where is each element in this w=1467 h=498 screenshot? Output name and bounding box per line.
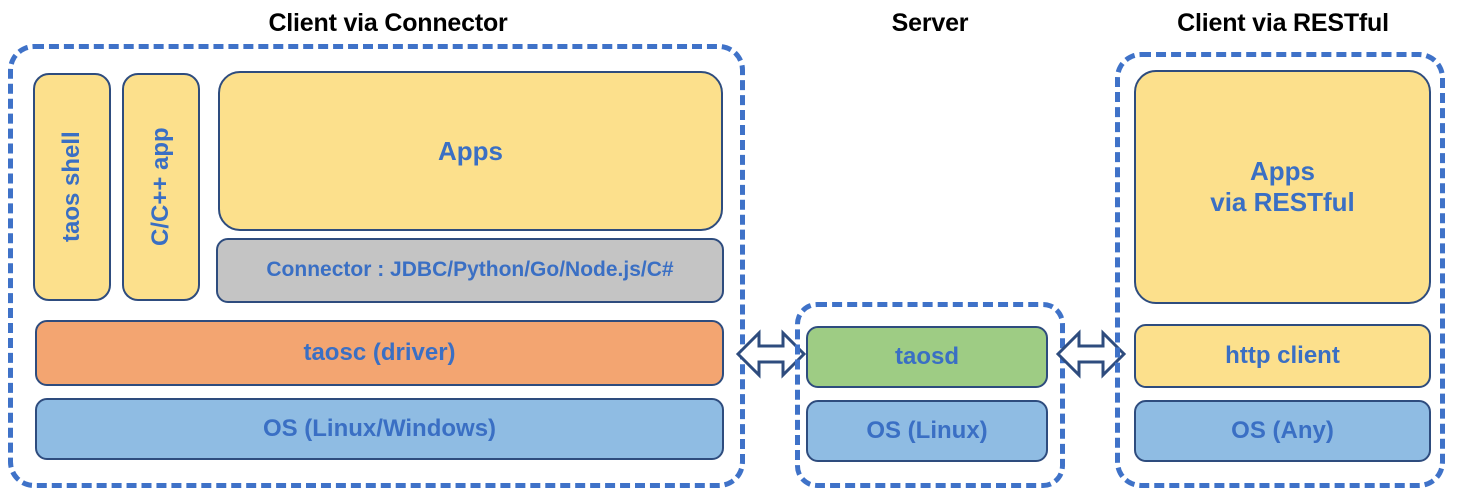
- group-client-via-restful: [1115, 52, 1445, 488]
- title-client-via-connector: Client via Connector: [268, 9, 508, 37]
- apps-restful-line2: via RESTful: [1210, 187, 1355, 217]
- box-os-linux: OS (Linux): [806, 400, 1048, 462]
- title-server: Server: [891, 9, 969, 37]
- box-taos-shell: taos shell: [33, 73, 111, 301]
- apps-restful-line1: Apps: [1250, 156, 1315, 187]
- group-client-via-connector: [8, 44, 745, 488]
- title-client-via-restful: Client via RESTful: [1177, 9, 1389, 37]
- group-server: [795, 302, 1065, 488]
- box-apps-via-restful: Apps via RESTful: [1134, 70, 1431, 304]
- box-c-cpp-app: C/C++ app: [122, 73, 200, 301]
- box-taosc-driver: taosc (driver): [35, 320, 724, 386]
- box-apps-connector: Apps: [218, 71, 723, 231]
- box-os-any: OS (Any): [1134, 400, 1431, 462]
- arrow-connector-to-server: [735, 325, 807, 383]
- arrow-server-to-restful: [1055, 325, 1127, 383]
- box-http-client: http client: [1134, 324, 1431, 388]
- box-taosd: taosd: [806, 326, 1048, 388]
- box-connector: Connector : JDBC/Python/Go/Node.js/C#: [216, 238, 724, 303]
- box-os-linux-windows: OS (Linux/Windows): [35, 398, 724, 460]
